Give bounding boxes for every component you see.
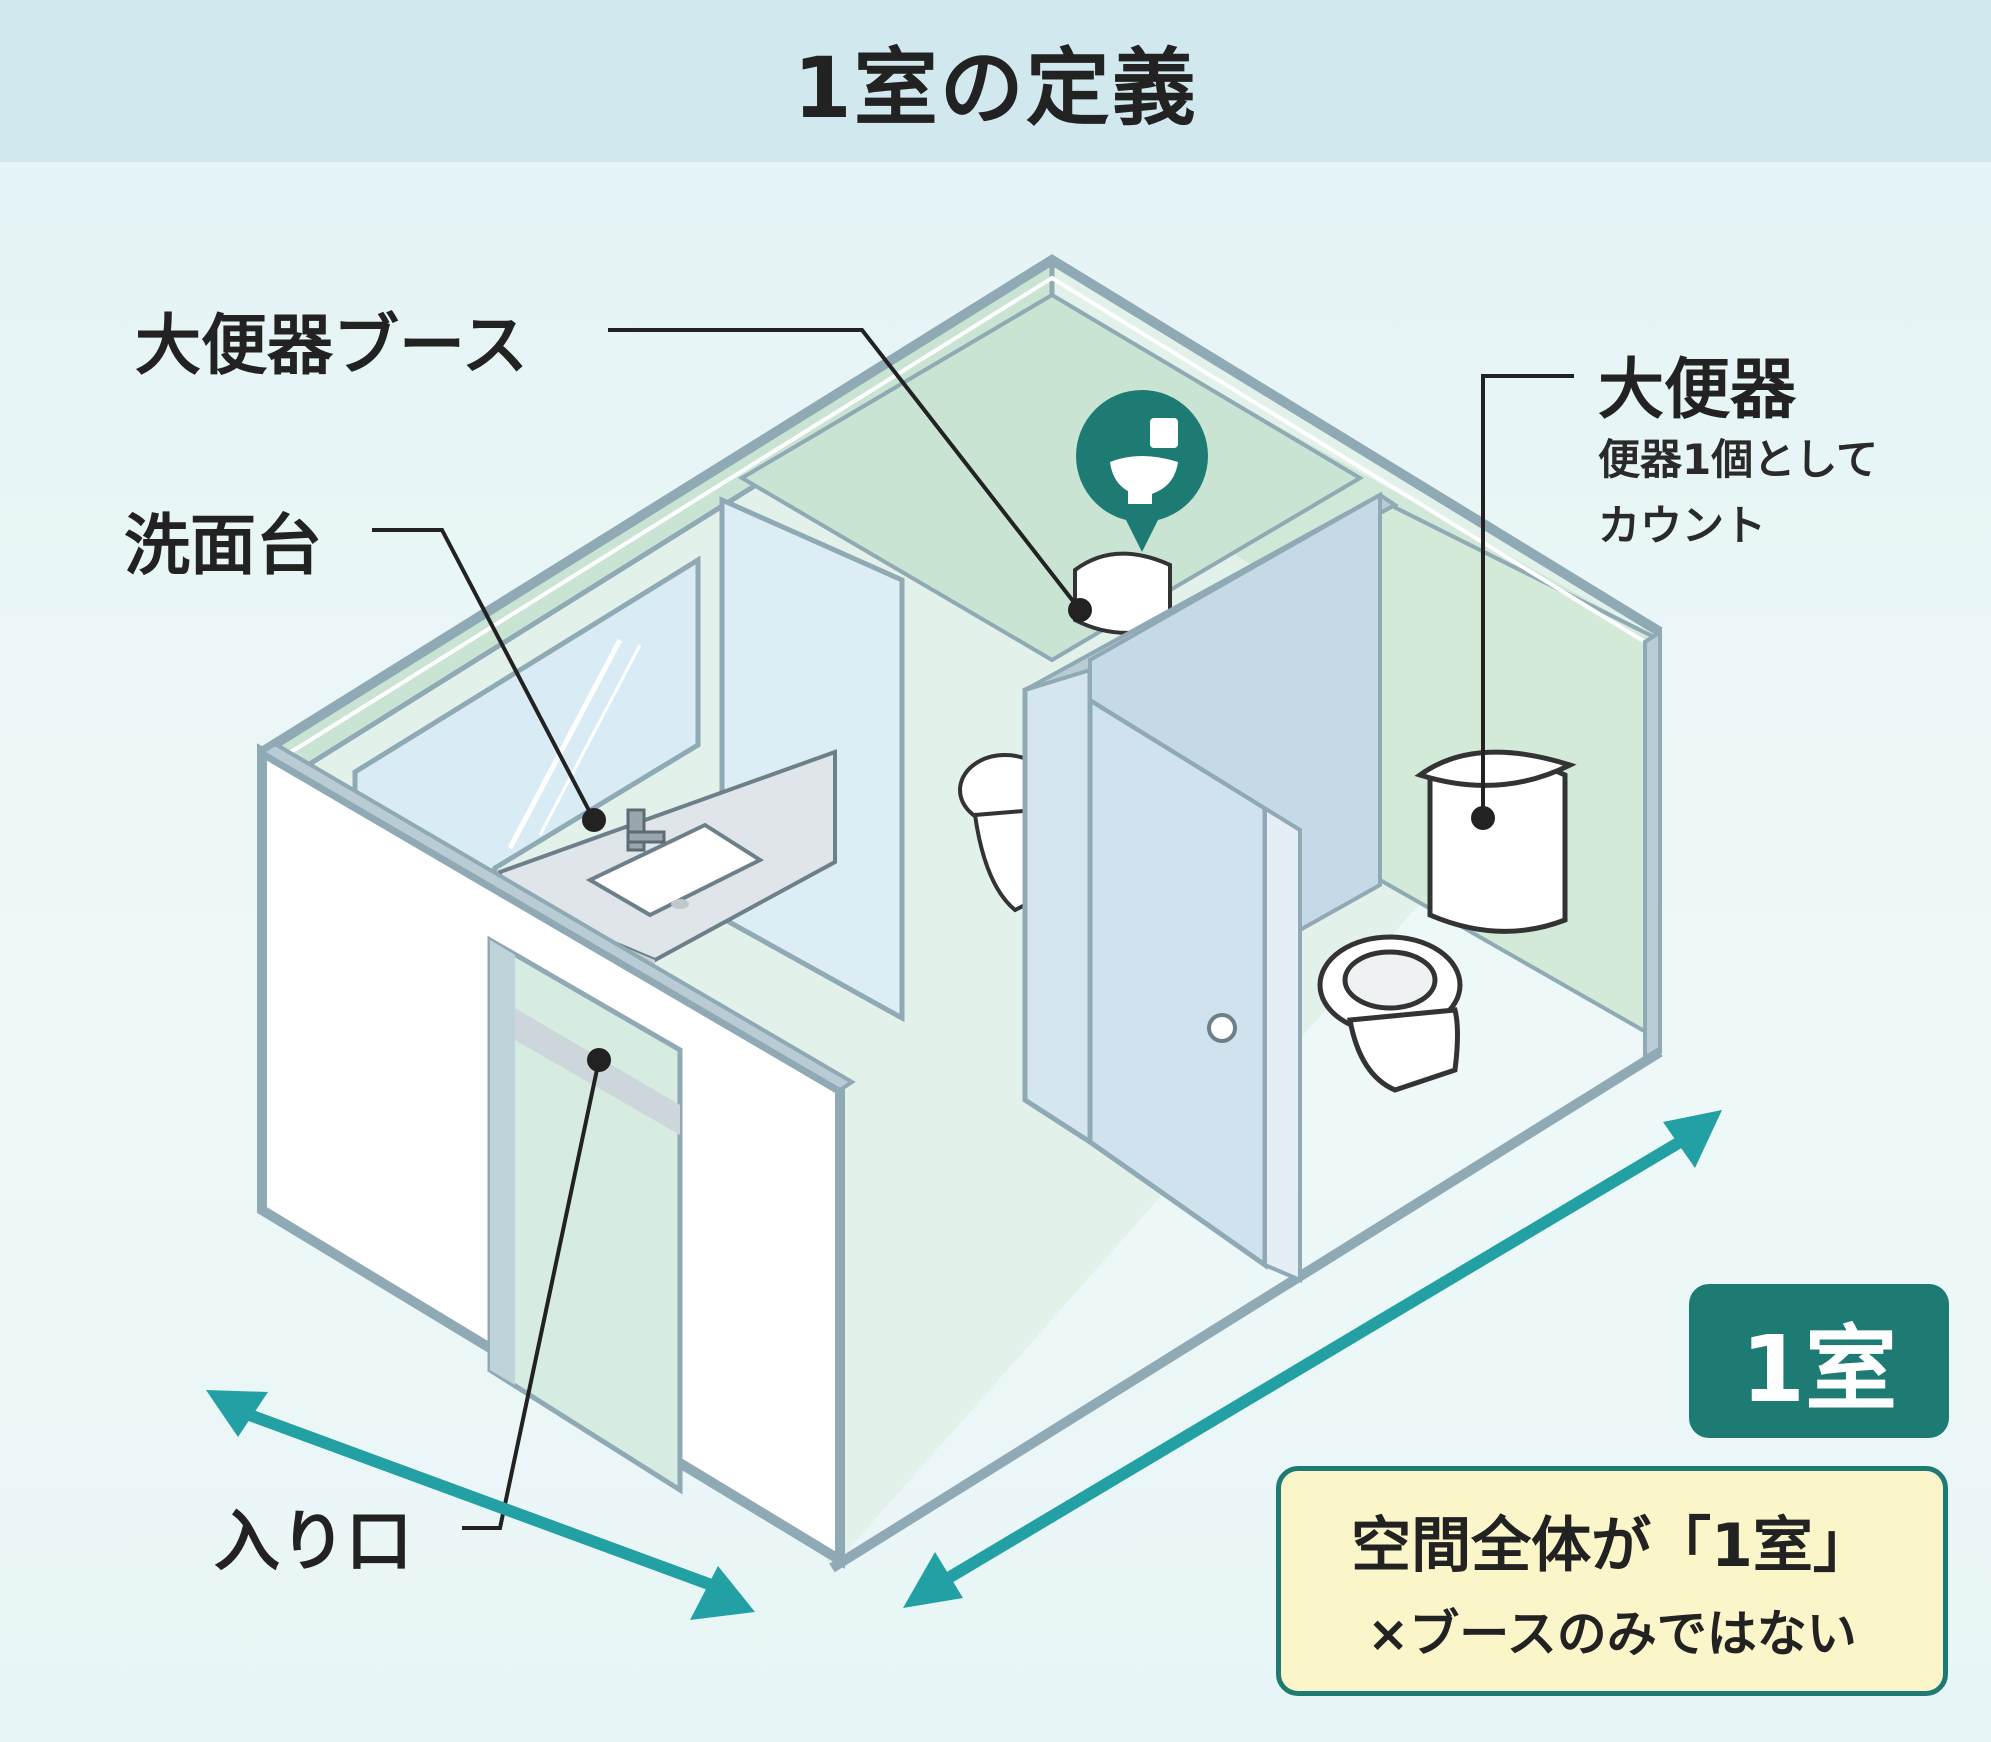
faucet xyxy=(626,808,646,852)
dimension-arrow-right xyxy=(903,1110,1722,1608)
booth-back-wall xyxy=(738,292,1364,663)
leader-washbasin xyxy=(372,528,596,821)
label-washbasin: 洗面台 xyxy=(124,507,322,584)
header-banner: 1室の定義 xyxy=(0,0,1991,162)
leader-booth xyxy=(608,328,1082,612)
label-toilet-note-2: カウント xyxy=(1598,501,1767,550)
dimension-arrow-left xyxy=(206,1390,755,1620)
page-title: 1室の定義 xyxy=(793,38,1198,137)
outer-wall-rim xyxy=(259,254,1663,757)
label-entrance: 入り口 xyxy=(214,1503,412,1580)
label-toilet-note-1: 便器1個として xyxy=(1598,435,1878,484)
note-box: 空間全体が「1室」 ×ブースのみではない xyxy=(1276,1466,1948,1696)
door-knob xyxy=(1207,1013,1237,1043)
leader-entrance xyxy=(462,1059,601,1530)
leader-toilet xyxy=(1481,374,1574,818)
label-toilet: 大便器 xyxy=(1598,351,1796,428)
note-sub: ×ブースのみではない xyxy=(1367,1604,1857,1663)
booth-partition xyxy=(1022,656,1093,1147)
right-outer-wall xyxy=(1643,628,1662,1066)
label-booth: 大便器ブース xyxy=(135,307,528,384)
note-main: 空間全体が「1室」 xyxy=(1351,1510,1873,1581)
room-count-badge: 1室 xyxy=(1689,1284,1949,1438)
toilet-right xyxy=(1317,749,1577,1093)
